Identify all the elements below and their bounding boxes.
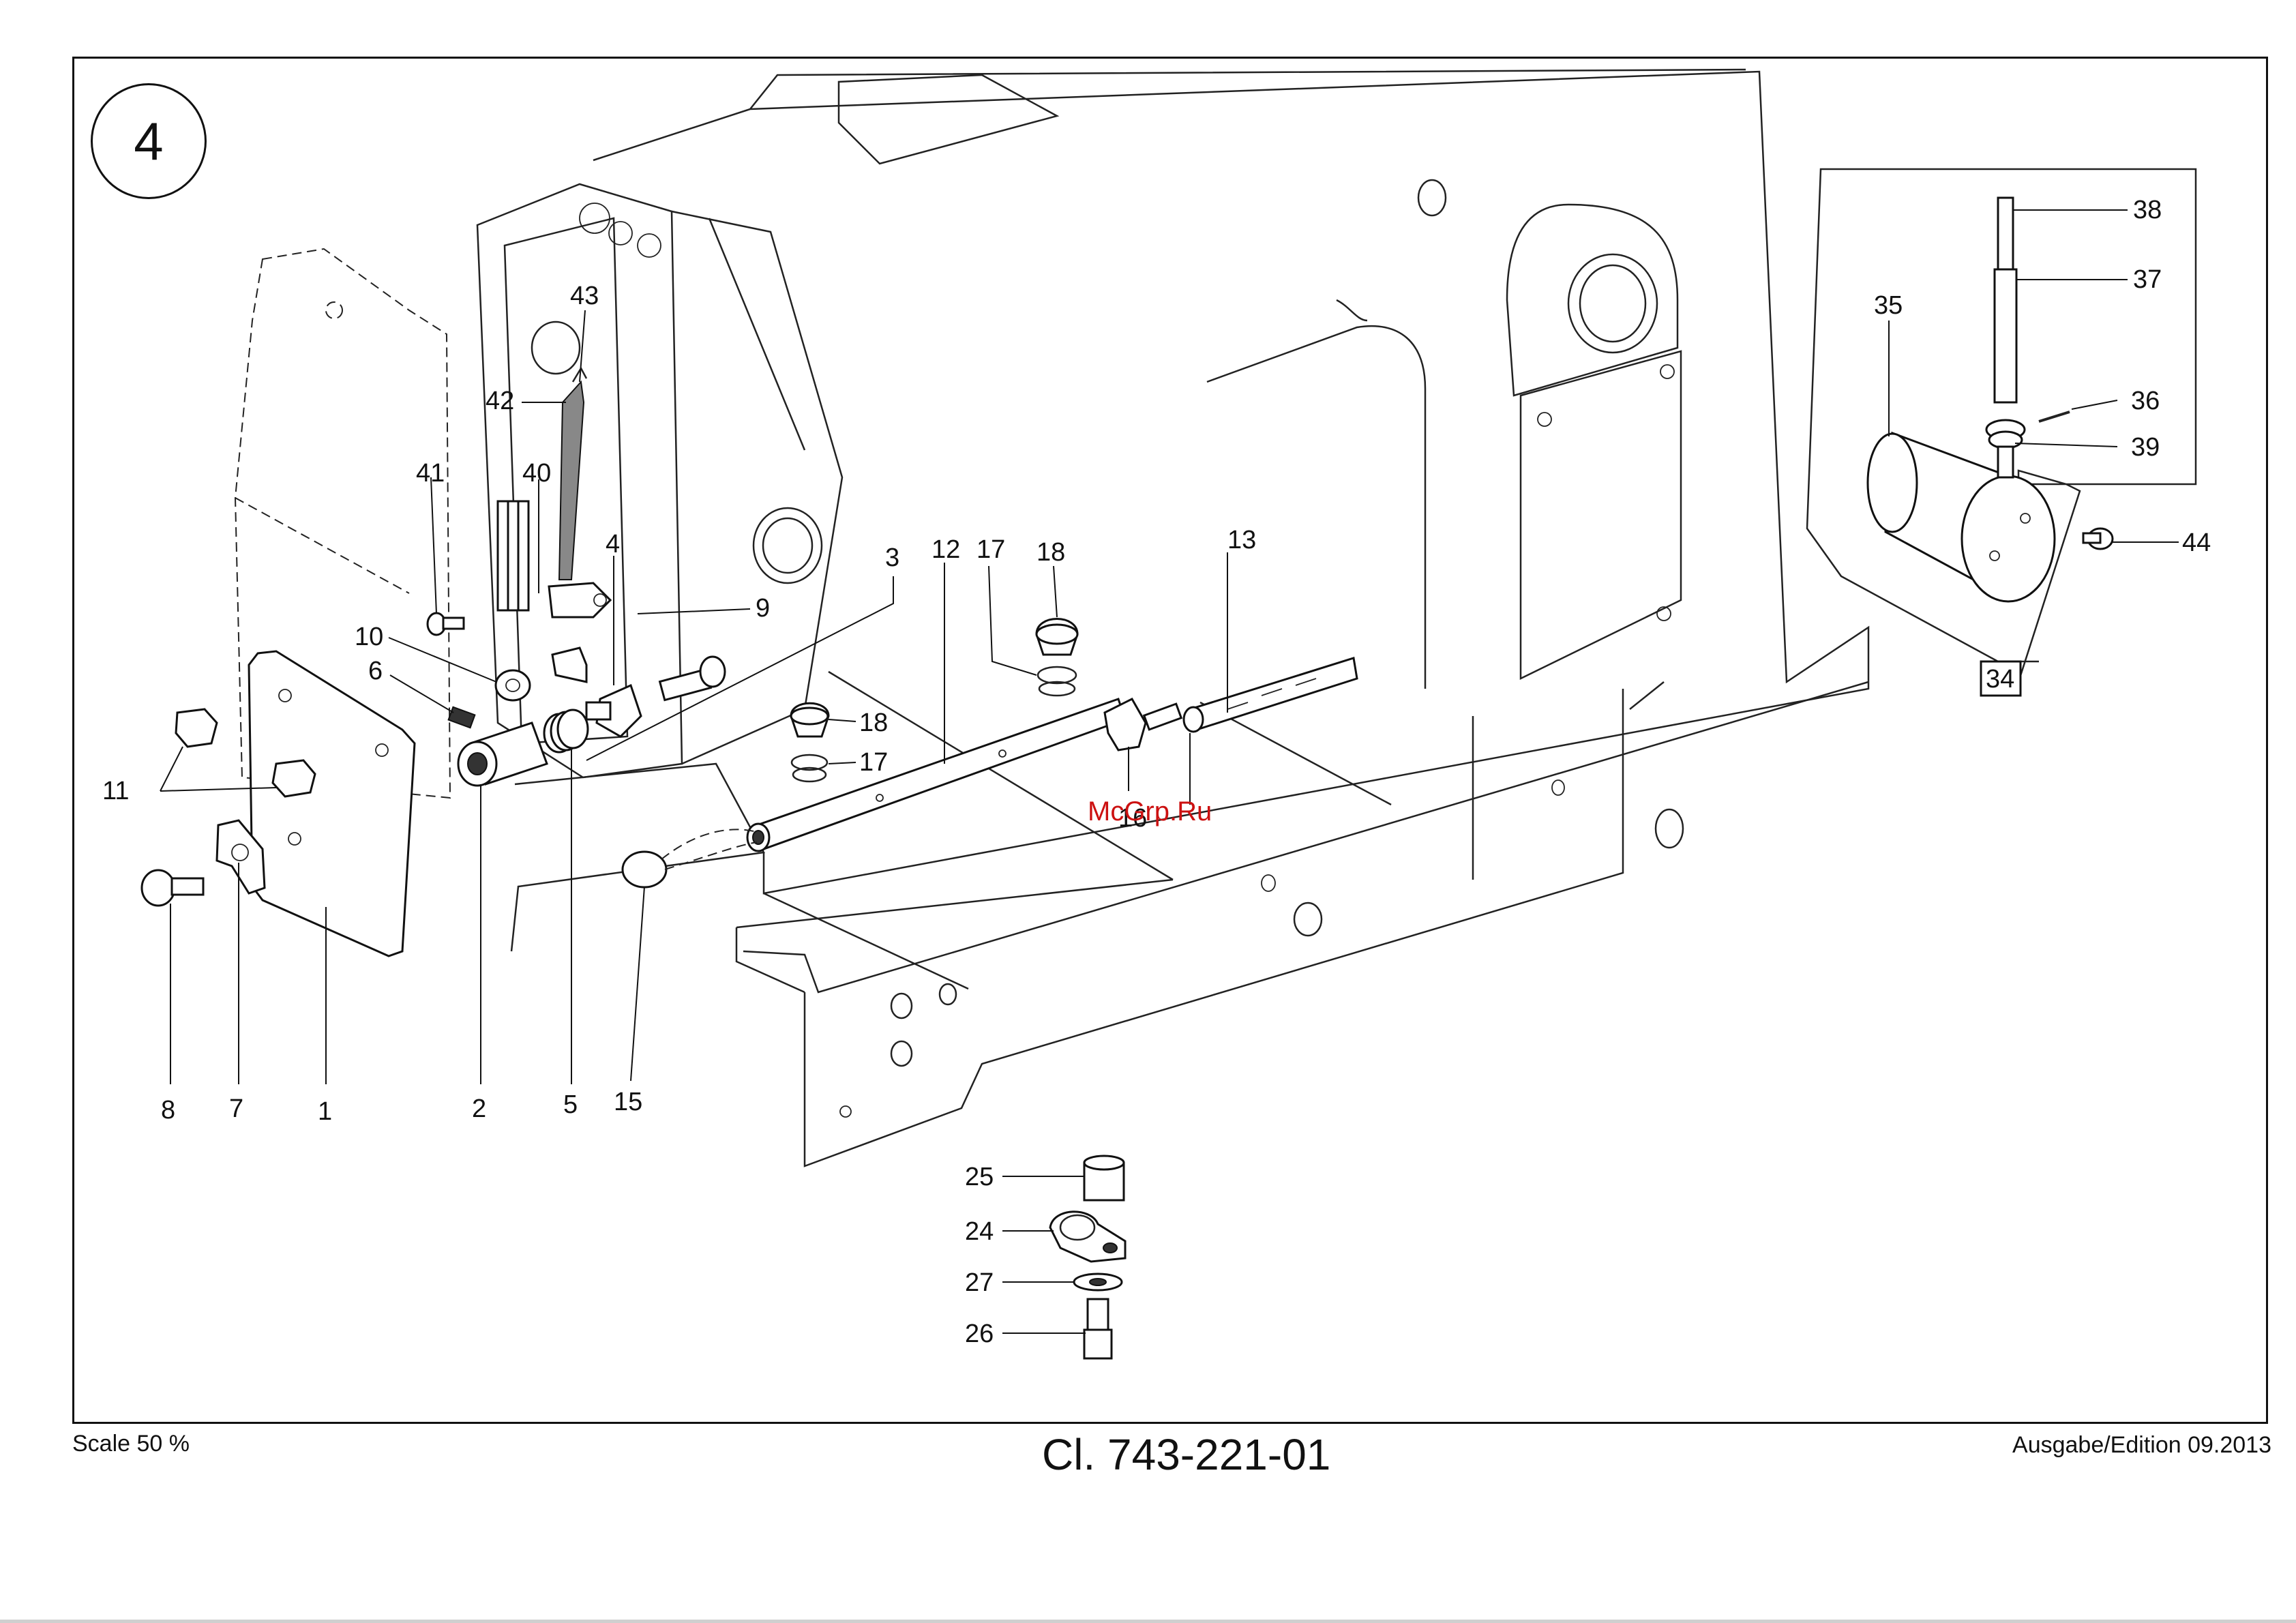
callout-27: 27 [965, 1268, 994, 1297]
callout-10: 10 [355, 623, 383, 651]
part-41-screw [428, 613, 464, 635]
part-15-plug [623, 829, 757, 887]
callout-7: 7 [229, 1095, 243, 1123]
callout-42: 42 [486, 387, 514, 415]
callout-36: 36 [2131, 387, 2160, 415]
callout-44: 44 [2182, 528, 2211, 557]
callout-8: 8 [161, 1096, 175, 1125]
edition-note: Ausgabe/Edition 09.2013 [2012, 1432, 2271, 1459]
machine-arm-outline [477, 70, 1868, 1166]
part-16-fitting [1105, 699, 1181, 750]
callout-15: 15 [614, 1088, 642, 1116]
part-24-clamp [1050, 1212, 1125, 1262]
part-10-washer [496, 670, 530, 700]
callout-17a: 17 [976, 535, 1005, 564]
part-26-screw [1084, 1299, 1112, 1358]
callout-3: 3 [885, 544, 899, 572]
callout-18a: 18 [1037, 538, 1065, 567]
part-40-42-43-oil-wick [498, 368, 610, 617]
part-18-plug-b [791, 703, 829, 736]
callout-2: 2 [472, 1095, 486, 1123]
callout-40: 40 [522, 459, 551, 488]
callout-43: 43 [570, 282, 599, 310]
callout-labels: 11 8 7 1 2 5 15 6 10 41 40 42 43 4 9 3 1… [102, 196, 2211, 1348]
part-9-screw [660, 657, 725, 700]
callout-5: 5 [563, 1090, 578, 1119]
scale-note: Scale 50 % [72, 1431, 190, 1457]
callout-12: 12 [931, 535, 960, 564]
part-17-spring-b [792, 755, 827, 781]
callout-13: 13 [1227, 526, 1256, 554]
callout-24: 24 [965, 1217, 994, 1246]
part-6-pin [449, 707, 475, 728]
part-13-wick [1184, 658, 1357, 732]
page-bottom-rule [0, 1620, 2296, 1623]
part-17-spring-a [1038, 667, 1076, 696]
part-27-washer [1074, 1274, 1122, 1290]
callout-26: 26 [965, 1320, 994, 1348]
plate-number-badge: 4 [91, 83, 207, 199]
part-44-screw [2083, 528, 2113, 549]
callout-35: 35 [1874, 291, 1903, 320]
callout-1: 1 [318, 1097, 332, 1126]
callout-11: 11 [102, 777, 129, 805]
callout-6: 6 [368, 657, 383, 685]
part-1-cover-plate [249, 651, 415, 956]
callout-41: 41 [416, 459, 445, 488]
callout-39: 39 [2131, 433, 2160, 462]
callout-9: 9 [756, 594, 770, 623]
part-35-lamp-housing [1868, 433, 2055, 601]
part-37-38-lamp-rod [1986, 198, 2025, 477]
part-18-plug-a [1037, 619, 1077, 655]
callout-25: 25 [965, 1163, 994, 1191]
watermark: McGrp.Ru [1088, 796, 1212, 827]
callout-34: 34 [1986, 665, 2014, 694]
part-5-spring [544, 710, 588, 752]
part-36-pin [2039, 412, 2070, 421]
callout-4: 4 [606, 530, 620, 559]
part-8-screw [142, 870, 203, 906]
callout-17b: 17 [859, 748, 888, 777]
callout-38: 38 [2133, 196, 2162, 224]
document-number: Cl. 743-221-01 [1042, 1429, 1330, 1480]
part-25-spacer [1084, 1156, 1124, 1200]
callout-37: 37 [2133, 265, 2162, 294]
callout-18b: 18 [859, 709, 888, 737]
part-2-sleeve [458, 723, 547, 786]
